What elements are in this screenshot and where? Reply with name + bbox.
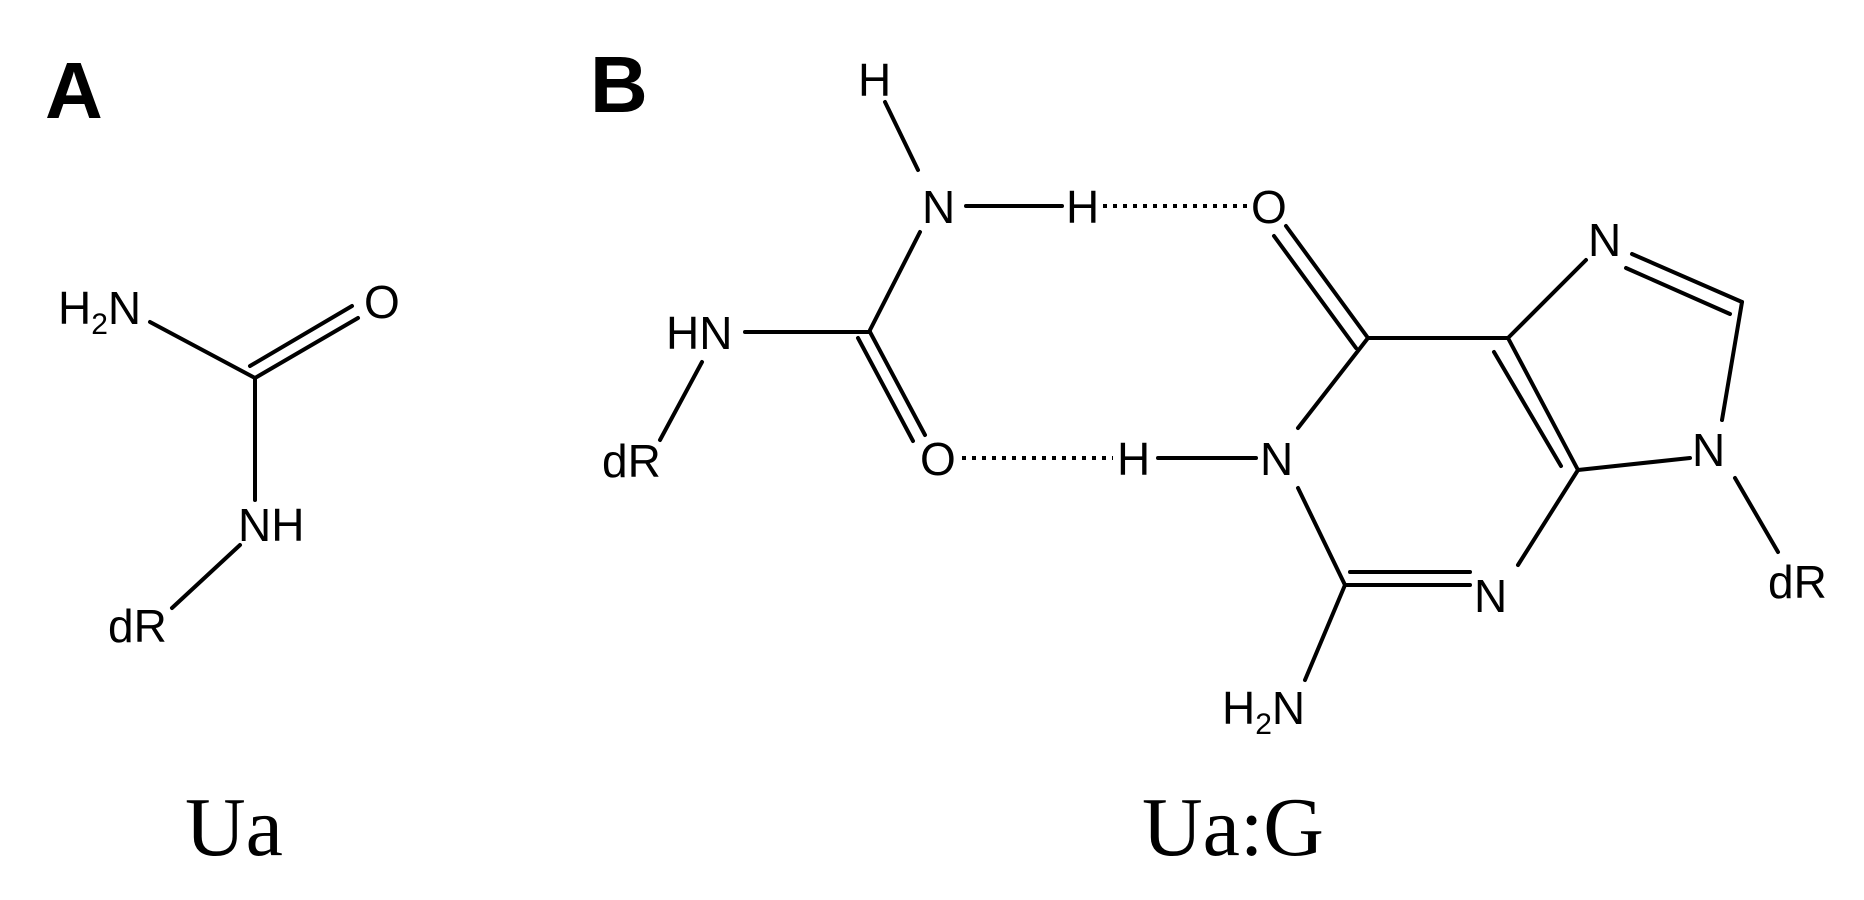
atom-a-o: O <box>364 276 400 328</box>
panel-a-caption: Ua <box>185 781 283 874</box>
bond-n1-c2 <box>1296 486 1347 587</box>
bond-o-c6-2 <box>1272 234 1358 350</box>
atom-a-nh2: H2N <box>58 282 141 341</box>
atom-b-h-top: H <box>858 54 891 106</box>
bond-c-o-ua-2 <box>856 336 915 443</box>
bond-n-c-urea <box>868 230 922 332</box>
bond-c5-n7 <box>1506 258 1588 340</box>
atom-b-n7: N <box>1588 214 1621 266</box>
bond-c-o-2 <box>248 304 354 368</box>
atom-b-nh2: H2N <box>1222 682 1305 741</box>
panel-b-bonds <box>658 100 1780 682</box>
bond-h-n-top <box>883 100 920 172</box>
bond-c2-nh2 <box>1303 583 1347 682</box>
bond-c8-n9 <box>1720 300 1744 422</box>
bond-c4-c5-2 <box>1492 350 1563 468</box>
panel-b-label: B <box>590 40 648 129</box>
panel-a-bonds <box>148 304 360 610</box>
bond-nh2-c <box>148 320 257 380</box>
panel-b: B <box>590 40 1827 874</box>
atom-b-h-hb1: H <box>1066 181 1099 233</box>
atom-b-h-hb2: H <box>1117 433 1150 485</box>
atom-b-n1: N <box>1260 433 1293 485</box>
bond-n7-c8-1 <box>1630 252 1744 304</box>
bond-hn-dr <box>658 360 704 442</box>
atom-b-o-ua: O <box>920 433 956 485</box>
atom-a-dr: dR <box>108 600 167 652</box>
atom-a-nh: NH <box>238 499 304 551</box>
bond-o-c6-1 <box>1284 224 1370 340</box>
atom-b-n-top: N <box>922 181 955 233</box>
bond-n7-c8-2 <box>1624 266 1732 316</box>
bond-c-o-ua-1 <box>868 330 927 437</box>
atom-b-o-g: O <box>1251 181 1287 233</box>
bond-n9-dr <box>1733 476 1780 554</box>
bond-c4-c5-1 <box>1506 336 1580 472</box>
atom-b-hn: HN <box>666 307 732 359</box>
atom-b-n3: N <box>1474 570 1507 622</box>
bond-n9-c4 <box>1576 456 1692 472</box>
bond-nh-dr <box>170 543 242 610</box>
panel-b-caption: Ua:G <box>1142 781 1324 874</box>
bond-c-o-1 <box>253 316 360 380</box>
atom-b-dr-right: dR <box>1768 556 1827 608</box>
bond-n3-c4 <box>1516 468 1580 567</box>
atom-b-dr-left: dR <box>602 435 661 487</box>
atom-b-n9: N <box>1692 424 1725 476</box>
panel-a: A H2N O NH dR Ua <box>45 46 400 874</box>
panel-a-label: A <box>45 46 103 135</box>
bond-c6-n1 <box>1296 336 1370 430</box>
